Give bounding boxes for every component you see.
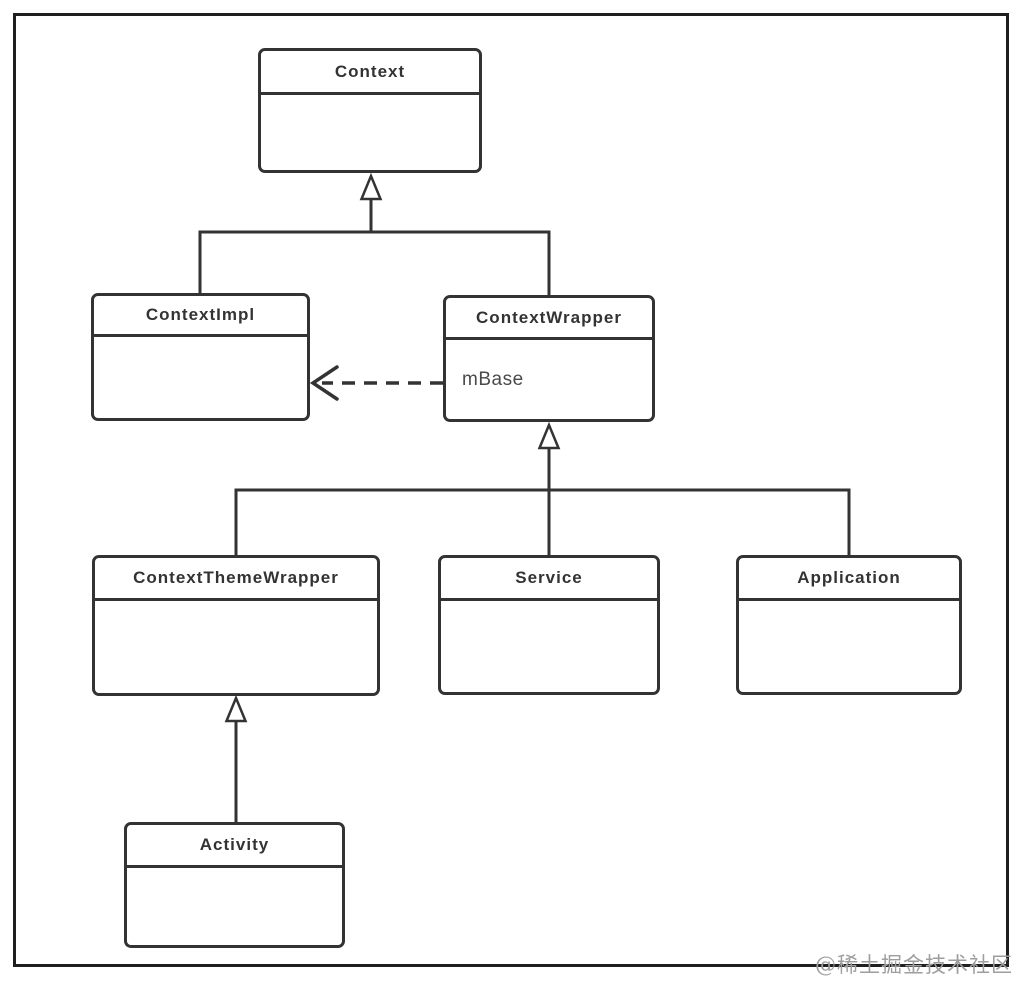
class-name-service: Service — [441, 558, 657, 601]
class-body-contextwrapper: mBase — [446, 340, 652, 419]
class-box-contextwrapper: ContextWrapper mBase — [443, 295, 655, 422]
class-box-context: Context — [258, 48, 482, 173]
class-name-contextthemewrapper: ContextThemeWrapper — [95, 558, 377, 601]
class-body-context — [261, 95, 479, 170]
open-arrowhead-contextimpl — [309, 365, 339, 401]
class-box-contextimpl: ContextImpl — [91, 293, 310, 421]
generalization-arrowhead-contextwrapper — [537, 421, 561, 450]
watermark: @稀土掘金技术社区 — [815, 953, 1013, 977]
class-body-contextthemewrapper — [95, 601, 377, 693]
generalization-arrowhead-context — [359, 172, 383, 201]
class-box-service: Service — [438, 555, 660, 695]
class-name-contextimpl: ContextImpl — [94, 296, 307, 337]
class-body-activity — [127, 868, 342, 945]
edge-impl-wrapper-to-context — [198, 230, 551, 295]
field-mbase: mBase — [462, 368, 524, 390]
class-name-context: Context — [261, 51, 479, 95]
diagram-border — [13, 13, 1009, 967]
edge-theme-service-application-branch — [234, 488, 851, 555]
class-box-activity: Activity — [124, 822, 345, 948]
class-name-application: Application — [739, 558, 959, 601]
class-body-service — [441, 601, 657, 692]
class-name-contextwrapper: ContextWrapper — [446, 298, 652, 340]
class-body-contextimpl — [94, 337, 307, 418]
class-box-contextthemewrapper: ContextThemeWrapper — [92, 555, 380, 696]
generalization-arrowhead-contextthemewrapper — [224, 694, 248, 723]
class-box-application: Application — [736, 555, 962, 695]
class-name-activity: Activity — [127, 825, 342, 868]
class-body-application — [739, 601, 959, 692]
